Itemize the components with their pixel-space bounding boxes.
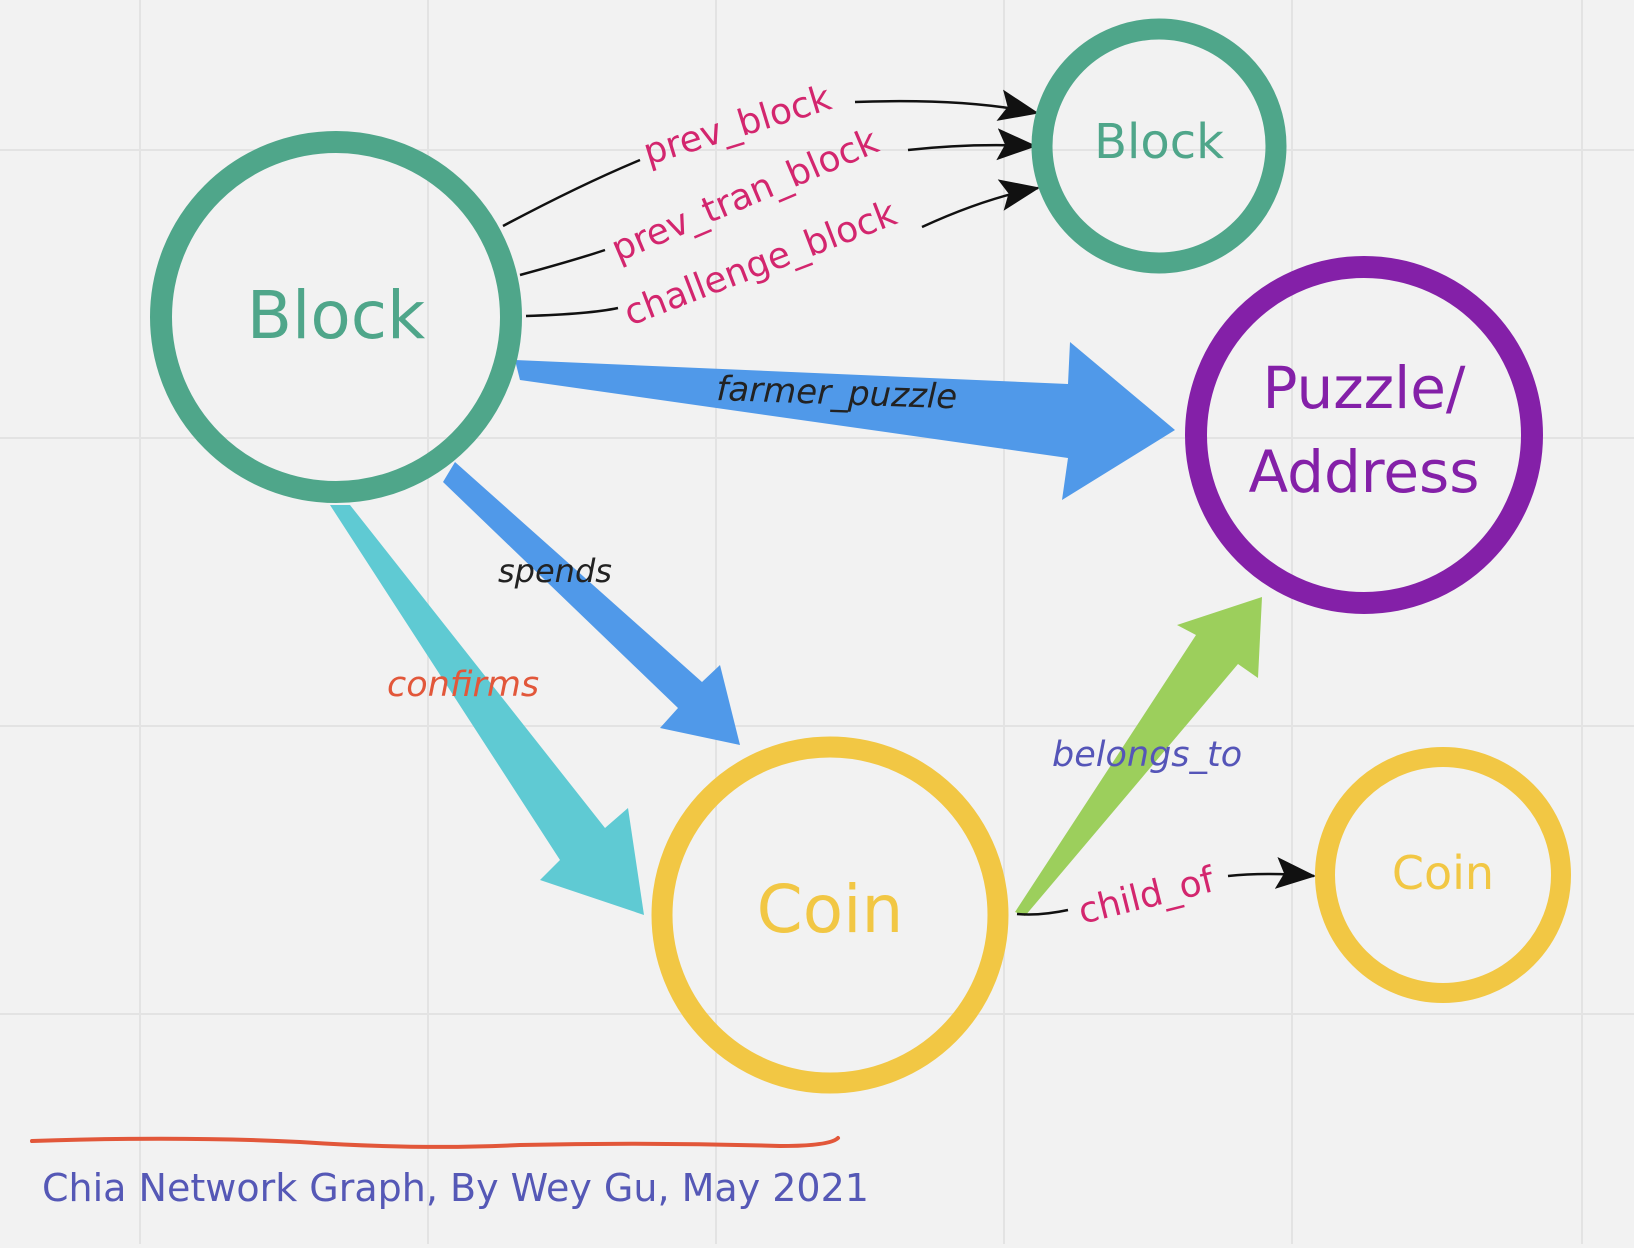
block-node-main-label: Block: [247, 277, 426, 354]
block-node-main[interactable]: [150, 131, 522, 503]
edge-label-farmer-puzzle: farmer_puzzle: [716, 369, 958, 417]
confirms-arrow: [330, 505, 644, 915]
coin-node-main-label: Coin: [757, 871, 904, 948]
belongs-to-arrow: [1015, 597, 1262, 916]
prev-block-connector-end: [854, 89, 1039, 121]
coin-node-child[interactable]: [1315, 747, 1571, 1003]
challenge-block-connector-end: [921, 179, 1040, 229]
address-node-label-line1: Puzzle/: [1263, 354, 1466, 422]
spends-arrow: [443, 462, 740, 745]
prev-tran-block-connector-end: [907, 128, 1037, 161]
address-node-label-line2: Address: [1249, 438, 1480, 506]
edge-label-belongs-to: belongs_to: [1052, 735, 1242, 775]
caption: Chia Network Graph, By Wey Gu, May 2021: [42, 1166, 869, 1210]
prev-tran-block-connector: [519, 248, 606, 277]
child-of-connector: [1016, 908, 1069, 916]
caption-underline: [30, 1136, 840, 1149]
challenge-block-connector: [525, 306, 619, 318]
farmer-puzzle-arrow: [515, 342, 1175, 500]
block-node-prev[interactable]: [1031, 18, 1287, 274]
edge-label-confirms: confirms: [387, 665, 539, 705]
coin-node-child-label: Coin: [1392, 846, 1494, 900]
edge-label-child-of: child_of: [1074, 859, 1219, 933]
prev-block-connector: [502, 158, 641, 228]
address-node[interactable]: [1185, 256, 1543, 614]
coin-node-main[interactable]: [651, 736, 1009, 1094]
edge-label-spends: spends: [498, 552, 612, 590]
child-of-connector-end: [1227, 856, 1316, 889]
block-node-prev-label: Block: [1094, 114, 1224, 170]
